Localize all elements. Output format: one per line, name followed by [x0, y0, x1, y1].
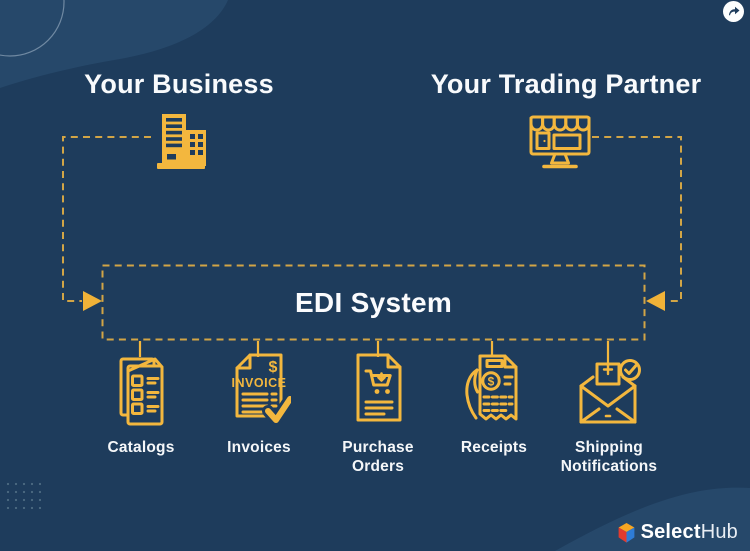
catalogs-label: Catalogs	[107, 439, 175, 456]
brand-name-light: Hub	[700, 521, 738, 543]
office-building-icon	[157, 114, 206, 169]
shipping-notifications-label: Shipping Notifications	[560, 439, 658, 475]
catalog-booklet-icon	[119, 357, 164, 426]
right-arrowhead-icon	[646, 291, 665, 311]
purchase-orders-label: Purchase Orders	[342, 439, 414, 475]
receipts-label: Receipts	[460, 439, 528, 456]
share-arrow-icon	[729, 6, 740, 16]
purchase-order-icon	[356, 353, 402, 422]
receipt-in-hand-icon: $	[465, 354, 518, 421]
edi-system-label: EDI System	[294, 286, 453, 318]
partner-title: Your Trading Partner	[430, 69, 702, 99]
business-title: Your Business	[84, 69, 274, 99]
selecthub-logo[interactable]: SelectHub	[618, 521, 738, 544]
receipt-dollar-glyph: $	[488, 375, 495, 389]
share-button[interactable]	[723, 1, 744, 22]
dot-grid-decoration	[3, 479, 41, 509]
brand-name-bold: Select	[640, 521, 701, 543]
invoice-dollar-glyph: $	[269, 359, 278, 376]
invoices-label: Invoices	[227, 439, 291, 456]
online-storefront-icon	[529, 115, 591, 169]
left-arrowhead-icon	[83, 291, 102, 311]
invoice-document-icon: $ INVOICE	[232, 353, 291, 426]
invoice-word: INVOICE	[232, 376, 287, 390]
brand-name: SelectHub	[641, 521, 738, 544]
selecthub-cube-icon	[618, 522, 634, 543]
shipping-envelope-icon	[579, 359, 641, 424]
